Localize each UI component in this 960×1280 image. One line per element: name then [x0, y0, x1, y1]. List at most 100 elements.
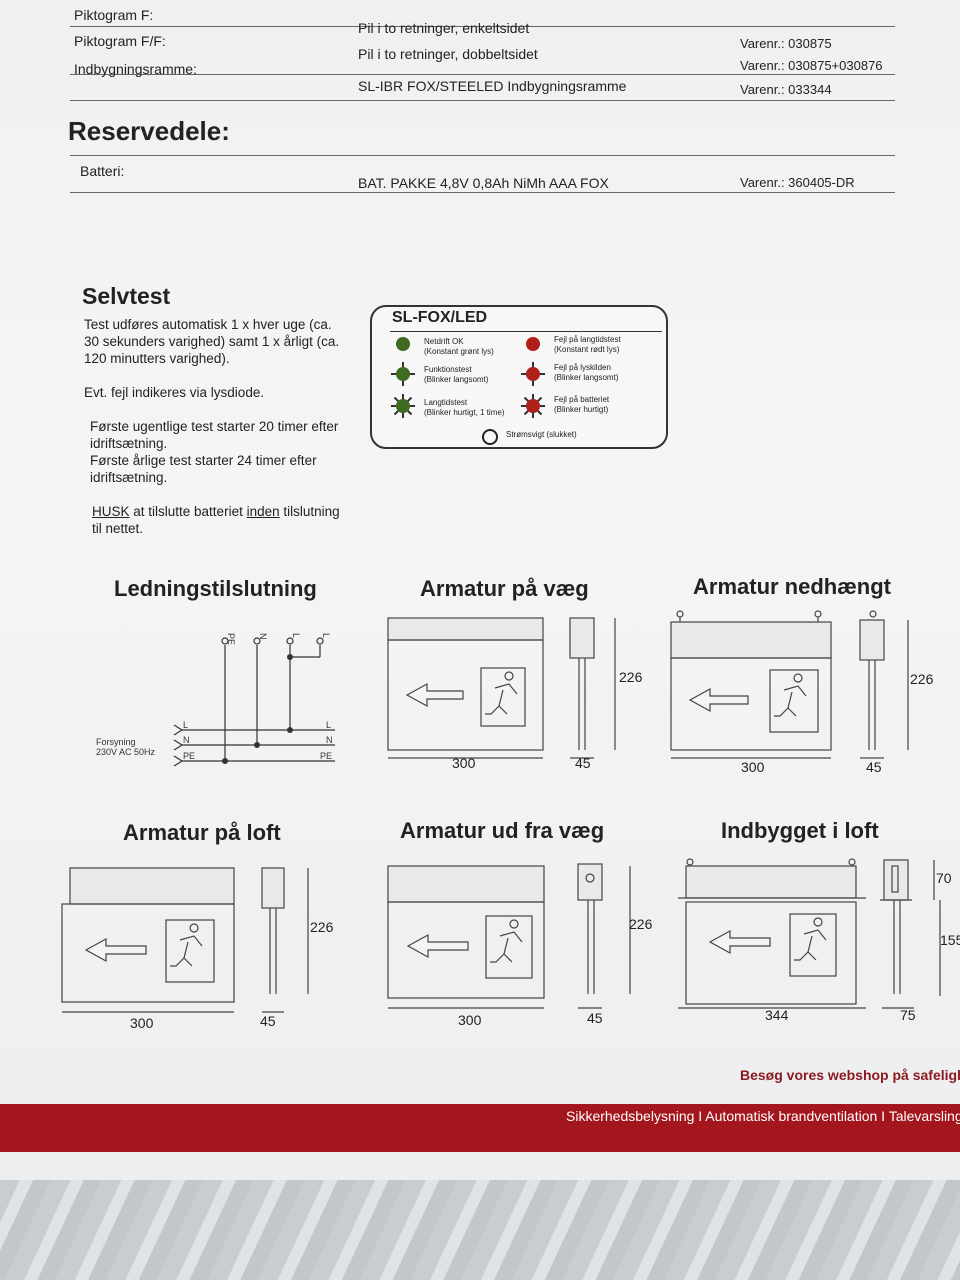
green-led-steady-icon — [396, 337, 410, 351]
led-legend-box: SL-FOX/LED Netdrift OK(Konstant grønt ly… — [370, 305, 668, 449]
red-led-fast-blink-icon — [526, 399, 540, 413]
wire-label-pe: PE — [226, 633, 236, 645]
depth-dimension: 45 — [587, 1010, 603, 1026]
legend-item-label: Fejl på batteriet — [554, 395, 610, 404]
wire-label-l: L — [291, 633, 301, 638]
spare-label: Batteri: — [80, 163, 125, 179]
terminal-label: N — [326, 735, 333, 745]
spec-label: Piktogram F/F: — [74, 33, 166, 49]
footer-services: Sikkerhedsbelysning I Automatisk brandve… — [566, 1108, 960, 1124]
projecting-wall-mount-drawing — [387, 863, 631, 1009]
husk-word: HUSK — [92, 504, 130, 519]
legend-item: Langtidstest(Blinker hurtigt, 1 time) — [424, 398, 504, 418]
terminal-label: PE — [183, 751, 195, 761]
wire-label-n: N — [258, 633, 268, 640]
legend-item-sub: (Konstant grønt lys) — [424, 347, 494, 356]
spec-desc: Pil i to retninger, dobbeltsidet — [358, 46, 538, 62]
spare-row: Batteri: BAT. PAKKE 4,8V 0,8Ah NiMh AAA … — [70, 160, 895, 193]
terminal-label: N — [183, 735, 190, 745]
spec-row: Piktogram F/F: — [70, 30, 895, 52]
width-dimension: 300 — [452, 755, 476, 771]
spec-row: Piktogram F: Pil i to retninger, enkelts… — [70, 4, 895, 51]
datasheet-page: Piktogram F: Pil i to retninger, enkelts… — [0, 0, 960, 1180]
divider — [70, 155, 895, 156]
green-led-slow-blink-icon — [396, 367, 410, 381]
divider — [70, 100, 895, 101]
spare-code: Varenr.: 360405-DR — [740, 175, 855, 190]
legend-title: SL-FOX/LED — [392, 309, 488, 326]
spec-code: Varenr.: 030875+030876 — [740, 58, 883, 73]
legend-item: Fejl på lyskilden(Blinker langsomt) — [554, 363, 618, 383]
depth-dimension: 45 — [575, 755, 591, 771]
spec-code: Varenr.: 030875 — [740, 36, 832, 51]
spec-label: Indbygningsramme: — [74, 61, 197, 77]
wiring-heading: Ledningstilslutning — [114, 576, 317, 601]
wiring-diagram: PE N L L L N PE L N PE Forsyning 230V AC… — [96, 633, 335, 767]
height-dimension: 226 — [629, 916, 653, 932]
legend-item: Fejl på langtidstest(Konstant rødt lys) — [554, 335, 621, 355]
legend-item-label: Funktionstest — [424, 365, 472, 374]
ceiling-mount-drawing — [61, 867, 309, 1013]
spec-row: Indbygningsramme: SL-IBR FOX/STEELED Ind… — [70, 58, 895, 97]
selftest-paragraph: Test udføres automatisk 1 x hver uge (ca… — [84, 317, 340, 366]
mount-heading: Armatur nedhængt — [693, 574, 891, 599]
top-height-dimension: 70 — [936, 870, 952, 886]
wall-mount-drawing — [387, 617, 616, 759]
selftest-text: Test udføres automatisk 1 x hver uge (ca… — [84, 316, 344, 537]
spare-parts-heading: Reservedele: — [68, 116, 230, 146]
selftest-heading: Selvtest — [82, 283, 171, 309]
spec-code: Varenr.: 033344 — [740, 82, 832, 97]
spec-desc: SL-IBR FOX/STEELED Indbygningsramme — [358, 78, 627, 94]
footer-brand-bar — [0, 1104, 960, 1152]
height-dimension: 226 — [619, 669, 643, 685]
mount-heading: Armatur på loft — [123, 820, 281, 845]
depth-dimension: 75 — [900, 1007, 916, 1023]
legend-item: Funktionstest(Blinker langsomt) — [424, 365, 488, 385]
reminder-part: at tilslutte batteriet — [129, 504, 247, 519]
spec-label: Piktogram F: — [74, 7, 154, 23]
legend-item-sub: (Blinker langsomt) — [554, 373, 619, 382]
depth-dimension: 45 — [866, 759, 882, 775]
legend-item-sub: (Blinker langsomt) — [424, 375, 489, 384]
width-dimension: 344 — [765, 1007, 789, 1023]
supply-label: 230V AC 50Hz — [96, 747, 156, 757]
red-led-steady-icon — [526, 337, 540, 351]
legend-item-sub: (Blinker hurtigt, 1 time) — [424, 408, 505, 417]
selftest-paragraph: Evt. fejl indikeres via lysdiode. — [84, 385, 265, 400]
legend-item-label: Langtidstest — [424, 398, 468, 407]
selftest-reminder: HUSK at tilslutte batteriet inden tilslu… — [84, 503, 344, 537]
led-off-icon — [482, 429, 498, 445]
side-height-dimension: 155 — [940, 932, 960, 948]
legend-title-rule — [390, 331, 662, 332]
mount-heading: Indbygget i loft — [721, 818, 879, 843]
legend-item: Fejl på batteriet(Blinker hurtigt) — [554, 395, 609, 415]
selftest-paragraph: Første årlige test starter 24 timer efte… — [90, 453, 317, 485]
spec-row: Pil i to retninger, dobbeltsidet Varenr.… — [70, 46, 895, 75]
mount-heading: Armatur på væg — [420, 576, 589, 601]
height-dimension: 226 — [910, 671, 934, 687]
height-dimension: 226 — [310, 919, 334, 935]
plastic-wrap — [0, 1180, 960, 1280]
width-dimension: 300 — [741, 759, 765, 775]
legend-item-label: Strømsvigt (slukket) — [506, 430, 577, 439]
terminal-label: L — [326, 720, 331, 730]
green-led-fast-blink-icon — [396, 399, 410, 413]
legend-item-label: Fejl på lyskilden — [554, 363, 611, 372]
supply-label: Forsyning — [96, 737, 136, 747]
inden-word: inden — [246, 504, 280, 519]
depth-dimension: 45 — [260, 1013, 276, 1029]
wire-label-l: L — [321, 633, 331, 638]
width-dimension: 300 — [130, 1015, 154, 1031]
webshop-link[interactable]: Besøg vores webshop på safelight.dk — [740, 1067, 960, 1083]
reminder-part: tilslutning til nettet. — [92, 504, 340, 536]
selftest-paragraph: Første ugentlige test starter 20 timer e… — [90, 419, 339, 451]
spare-desc: BAT. PAKKE 4,8V 0,8Ah NiMh AAA FOX — [358, 175, 609, 191]
legend-item: Netdrift OK(Konstant grønt lys) — [424, 337, 494, 357]
legend-item-sub: (Blinker hurtigt) — [554, 405, 609, 414]
red-led-slow-blink-icon — [526, 367, 540, 381]
recessed-ceiling-drawing — [678, 858, 941, 1009]
spec-desc: Pil i to retninger, enkeltsidet — [358, 20, 530, 36]
width-dimension: 300 — [458, 1012, 482, 1028]
terminal-label: L — [183, 720, 188, 730]
legend-item-label: Fejl på langtidstest — [554, 335, 621, 344]
